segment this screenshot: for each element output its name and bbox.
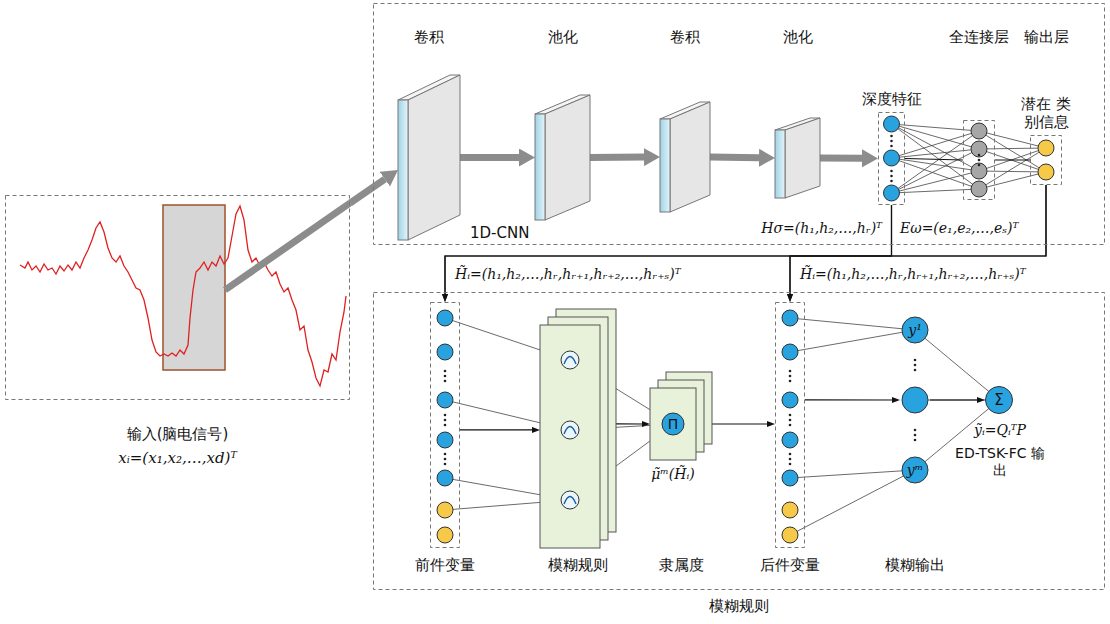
wire <box>979 148 1046 149</box>
node-text: xᵢ=(x₁,x₂,…,xd)ᵀ <box>118 449 236 467</box>
thick-arrow <box>590 154 644 161</box>
wire <box>979 131 1046 172</box>
output-column: 输出层潜在 类别信息 <box>1030 135 1062 185</box>
node-text: 全连接层 <box>949 28 1009 46</box>
node-shape <box>430 302 460 548</box>
node-shape <box>535 95 590 220</box>
wire <box>892 131 980 193</box>
thick-arrow <box>350 179 385 203</box>
node-text: 输出层 <box>1024 28 1069 46</box>
node-shape <box>878 112 905 205</box>
node-shape <box>540 309 616 548</box>
node-shape <box>373 292 1105 590</box>
wire <box>979 172 1046 189</box>
wire <box>790 318 915 330</box>
class-formula: Eω=(e₁,e₂,…,eₛ)ᵀ <box>900 220 1018 237</box>
wire <box>790 330 915 352</box>
output-formula: ỹᵢ=QᵢᵀP <box>974 422 1026 439</box>
output-neurons: 模糊输出 <box>900 312 930 488</box>
consequent-column: 后件变量 <box>775 302 805 548</box>
conv-layer: 卷积 <box>398 75 460 240</box>
thick-arrow <box>710 154 759 162</box>
wire <box>979 148 1046 171</box>
connector <box>905 159 963 161</box>
input-panel: 输入(脑电信号)xᵢ=(x₁,x₂,…,xd)ᵀ <box>5 195 350 400</box>
node-text: 模糊规则 <box>548 556 608 574</box>
node-text: 隶属度 <box>659 556 704 574</box>
pool-layer: 池化 <box>775 118 820 198</box>
connector <box>460 429 532 430</box>
output-symbol: y¹ <box>908 322 922 339</box>
node-shape <box>398 75 460 240</box>
product-symbol: Π <box>668 416 679 433</box>
membership-stack: 隶属度 <box>650 372 712 460</box>
wire <box>979 171 1046 172</box>
output-symbol: yᵐ <box>907 462 924 479</box>
antecedent-formula: H̃ᵢ=(h₁,h₂,…,hᵣ,hᵣ₊₁,hᵣ₊₂,…,hᵣ₊ₛ)ᵀ <box>455 266 681 283</box>
connector <box>790 185 1046 294</box>
membership-formula: μ̃ᵐ(H̃ᵢ) <box>651 466 695 483</box>
node-shape <box>775 118 820 198</box>
wire <box>915 330 999 400</box>
node-shape <box>1030 135 1062 185</box>
feature-column: 深度特征 <box>878 112 905 205</box>
node-text: 前件变量 <box>415 556 475 574</box>
consequent-formula: H̃ᵢ=(h₁,h₂,…,hᵣ,hᵣ₊₁,hᵣ₊₂,…,hᵣ₊ₛ)ᵀ <box>800 266 1026 283</box>
rule-stack: 模糊规则 <box>540 309 616 548</box>
connector <box>805 399 892 400</box>
pool-layer: 池化 <box>535 95 590 220</box>
node-shape <box>963 120 995 200</box>
wire <box>979 131 1046 148</box>
node-text: 后件变量 <box>760 556 820 574</box>
node-shape <box>650 372 712 460</box>
node-text: 输入(脑电信号) <box>127 425 229 443</box>
node-shape <box>660 102 710 212</box>
connector <box>995 159 1030 160</box>
node-shape <box>5 195 350 400</box>
connector <box>616 423 642 424</box>
node-text: 卷积 <box>414 28 444 46</box>
sum-node: Σ <box>985 386 1013 414</box>
dense-column: 全连接层 <box>963 120 995 200</box>
connector <box>712 423 767 424</box>
node-text: 1D-CNN <box>470 224 529 242</box>
wire <box>979 148 1046 189</box>
node-text: Σ <box>994 391 1003 409</box>
connector <box>930 399 977 400</box>
node-shape <box>900 312 930 488</box>
cnn-panel: 1D-CNN卷积池化卷积池化深度特征全连接层输出层潜在 类别信息 <box>373 3 1105 245</box>
node-text: 潜在 类别信息 <box>1014 95 1078 131</box>
thick-arrow <box>460 154 519 161</box>
thick-arrow <box>820 155 862 162</box>
node-text: 模糊输出 <box>885 556 945 574</box>
feature-formula: Hσ=(h₁,h₂,…,hᵣ)ᵀ <box>761 220 882 237</box>
node-text: 卷积 <box>670 28 700 46</box>
fuzzy-panel: 模糊规则前件变量模糊规则隶属度后件变量模糊输出Σ <box>373 292 1105 590</box>
node-shape <box>775 302 805 548</box>
antecedent-column: 前件变量 <box>430 302 460 548</box>
node-text: 池化 <box>783 28 813 46</box>
wire <box>790 470 915 535</box>
node-text: 池化 <box>548 28 578 46</box>
node-text: 深度特征 <box>862 90 922 108</box>
eeg-signal <box>20 206 346 386</box>
wire <box>790 470 915 478</box>
window-arrow-shaft <box>225 203 350 290</box>
conv-layer: 卷积 <box>660 102 710 212</box>
node-text: 模糊规则 <box>709 597 769 615</box>
output-caption: ED-TSK-FC 输出 <box>950 445 1050 479</box>
